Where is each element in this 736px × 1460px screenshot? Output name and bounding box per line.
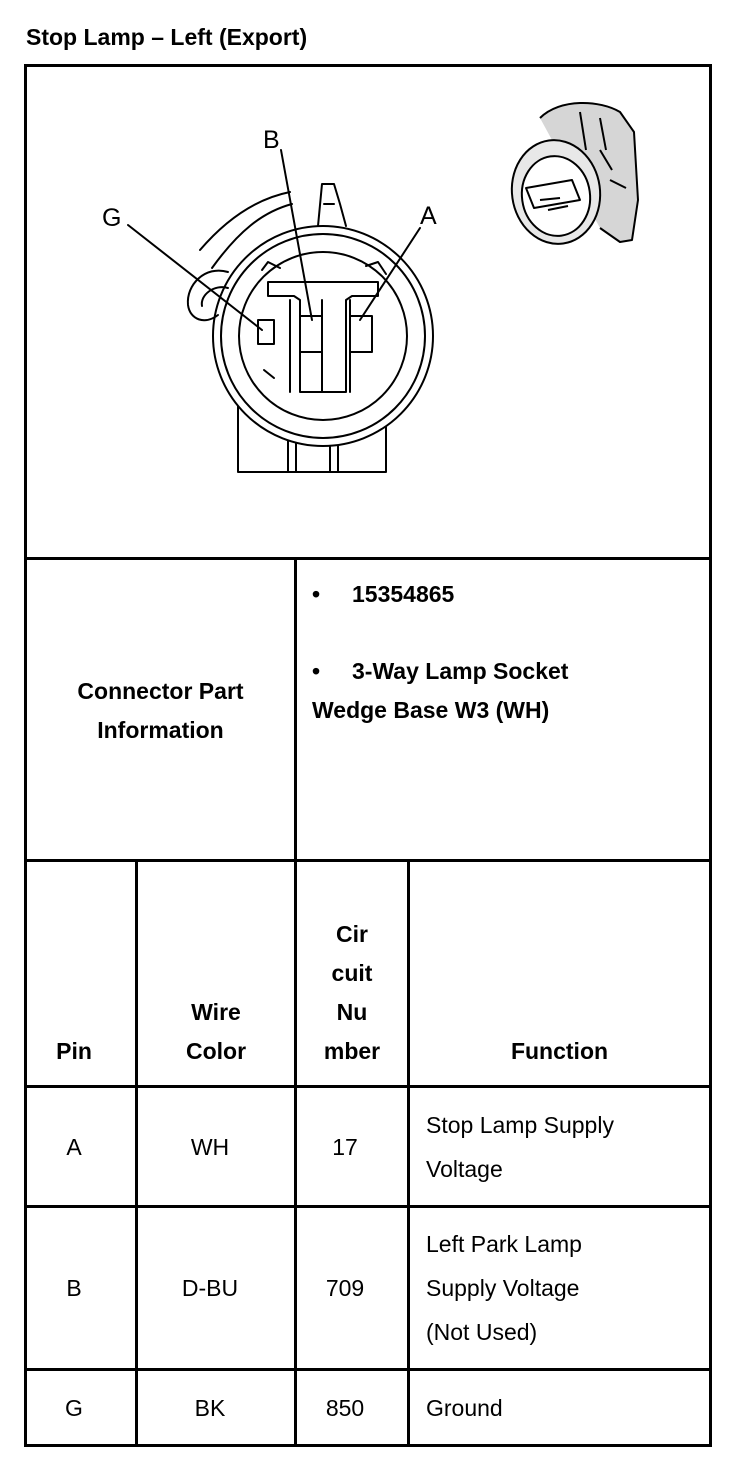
table-border-left bbox=[24, 64, 27, 1447]
connector-part-label: Connector Part Information bbox=[77, 678, 244, 743]
table-row-pin: B bbox=[66, 1275, 82, 1301]
table-row-pin: G bbox=[65, 1395, 83, 1421]
table-border-bottom bbox=[24, 1444, 712, 1447]
row-divider bbox=[24, 1368, 712, 1371]
column-divider bbox=[135, 859, 138, 1447]
column-divider bbox=[407, 859, 410, 1447]
table-border-right bbox=[709, 64, 712, 1447]
table-row-circuit: 709 bbox=[325, 1275, 365, 1301]
row-divider bbox=[24, 859, 712, 862]
table-row-wire-color: BK bbox=[194, 1395, 226, 1421]
row-divider bbox=[24, 1205, 712, 1208]
table-row-wire-color: D-BU bbox=[181, 1275, 239, 1301]
table-row-pin: A bbox=[66, 1134, 82, 1160]
table-row-function: Left Park Lamp Supply Voltage (Not Used) bbox=[426, 1231, 582, 1345]
part-description: 3-Way Lamp Socket Wedge Base W3 (WH) bbox=[312, 658, 569, 723]
column-divider bbox=[294, 557, 297, 1447]
connector-diagram: B G A bbox=[102, 102, 639, 473]
header-circuit-number: Cir cuit Nu mber bbox=[323, 921, 381, 1064]
table-row-function: Ground bbox=[426, 1395, 503, 1421]
bullet: • bbox=[312, 658, 321, 684]
header-wire-color: Wire Color bbox=[185, 999, 247, 1064]
pin-label-a: A bbox=[420, 202, 437, 230]
table-row-circuit: 17 bbox=[332, 1134, 358, 1160]
row-divider bbox=[24, 557, 712, 560]
table-row-wire-color: WH bbox=[190, 1134, 230, 1160]
page-title: Stop Lamp – Left (Export) bbox=[26, 24, 308, 50]
header-pin: Pin bbox=[56, 1038, 92, 1064]
bullet: • bbox=[312, 581, 321, 607]
pin-label-b: B bbox=[263, 126, 280, 154]
header-function: Function bbox=[510, 1038, 609, 1064]
table-row-function: Stop Lamp Supply Voltage bbox=[426, 1112, 614, 1182]
row-divider bbox=[24, 1085, 712, 1088]
part-number: 15354865 bbox=[352, 581, 455, 607]
pin-label-g: G bbox=[102, 204, 121, 232]
table-row-circuit: 850 bbox=[325, 1395, 365, 1421]
connector-isometric-illustration bbox=[510, 102, 639, 245]
table-border-top bbox=[24, 64, 712, 67]
